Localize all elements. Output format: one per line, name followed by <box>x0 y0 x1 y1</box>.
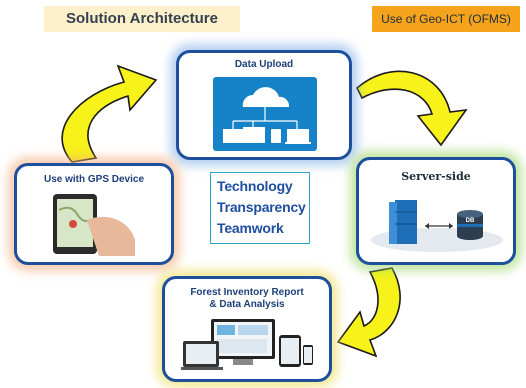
keyword-transparency: Transparency <box>217 199 306 215</box>
multi-device-dashboard-icon <box>181 319 313 370</box>
arrow-gps-to-upload <box>61 64 158 163</box>
tablet-map-icon <box>53 194 135 256</box>
forest-inventory-title-line1: Forest Inventory Report <box>190 287 304 298</box>
forest-inventory-card: Forest Inventory Report & Data Analysis <box>162 276 332 382</box>
geo-ict-title: Use of Geo-ICT (OFMS) <box>372 6 520 32</box>
keyword-technology: Technology <box>217 178 293 194</box>
server-side-card: Server-side DB <box>356 157 516 265</box>
forest-inventory-title-line2: & Data Analysis <box>209 299 285 310</box>
arrow-server-to-report <box>336 267 401 358</box>
server-database-icon: DB <box>371 200 503 252</box>
forest-inventory-title: Forest Inventory Report & Data Analysis <box>165 287 329 311</box>
core-values-box: Technology Transparency Teamwork <box>210 172 310 244</box>
gps-device-card: Use with GPS Device <box>14 163 174 265</box>
db-label: DB <box>466 218 475 224</box>
keyword-teamwork: Teamwork <box>217 220 284 236</box>
cloud-devices-icon <box>213 77 317 151</box>
data-upload-card: Data Upload <box>176 50 352 160</box>
data-upload-title: Data Upload <box>234 59 294 70</box>
arrow-upload-to-server <box>356 70 468 147</box>
solution-architecture-title: Solution Architecture <box>44 6 240 32</box>
gps-device-title: Use with GPS Device <box>43 174 145 185</box>
server-side-title: Server-side <box>401 170 471 183</box>
